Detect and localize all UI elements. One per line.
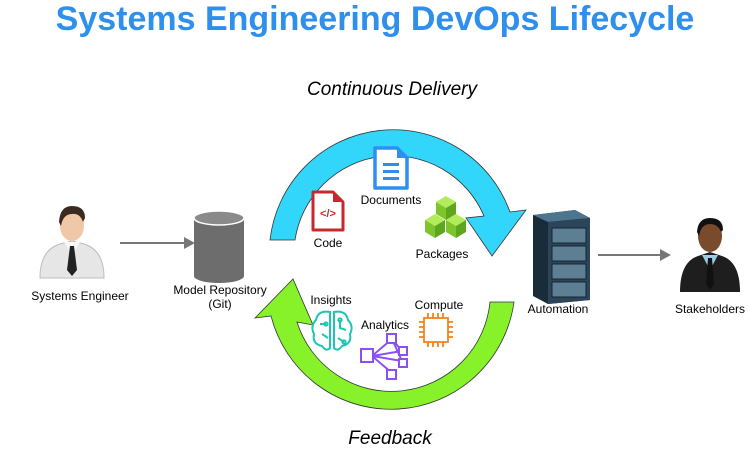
feedback-arrow [253, 278, 515, 410]
feedback-label: Feedback [348, 428, 432, 449]
model-repository-type: (Git) [208, 297, 232, 311]
insights-label: Insights [310, 293, 352, 307]
code-icon: </> [311, 190, 345, 232]
packages-icon [425, 196, 466, 238]
model-repository-name: Model Repository [173, 283, 267, 297]
compute-label: Compute [414, 298, 464, 312]
stakeholders-icon [680, 218, 740, 292]
compute-chip-icon [419, 313, 453, 347]
server-rack-icon [533, 210, 590, 304]
engineer-to-repo-arrowhead [184, 237, 195, 249]
documents-label: Documents [360, 193, 422, 207]
stakeholders-label: Stakeholders [674, 302, 746, 316]
systems-engineer-icon [39, 206, 105, 279]
insights-brain-icon [311, 310, 353, 351]
packages-label: Packages [415, 247, 469, 261]
analytics-network-icon [360, 333, 408, 380]
automation-to-stakeholders-arrowhead [660, 249, 671, 261]
analytics-label: Analytics [360, 318, 410, 332]
systems-engineer-label: Systems Engineer [31, 289, 129, 303]
code-label: Code [313, 236, 343, 250]
svg-text:</>: </> [320, 208, 336, 220]
documents-icon [373, 146, 409, 190]
continuous-delivery-label: Continuous Delivery [306, 79, 478, 100]
model-repository-label: Model Repository (Git) [160, 283, 280, 311]
page-title: Systems Engineering DevOps Lifecycle [55, 0, 695, 38]
continuous-delivery-arrow [269, 129, 527, 257]
database-icon [193, 210, 245, 283]
automation-label: Automation [527, 302, 589, 316]
